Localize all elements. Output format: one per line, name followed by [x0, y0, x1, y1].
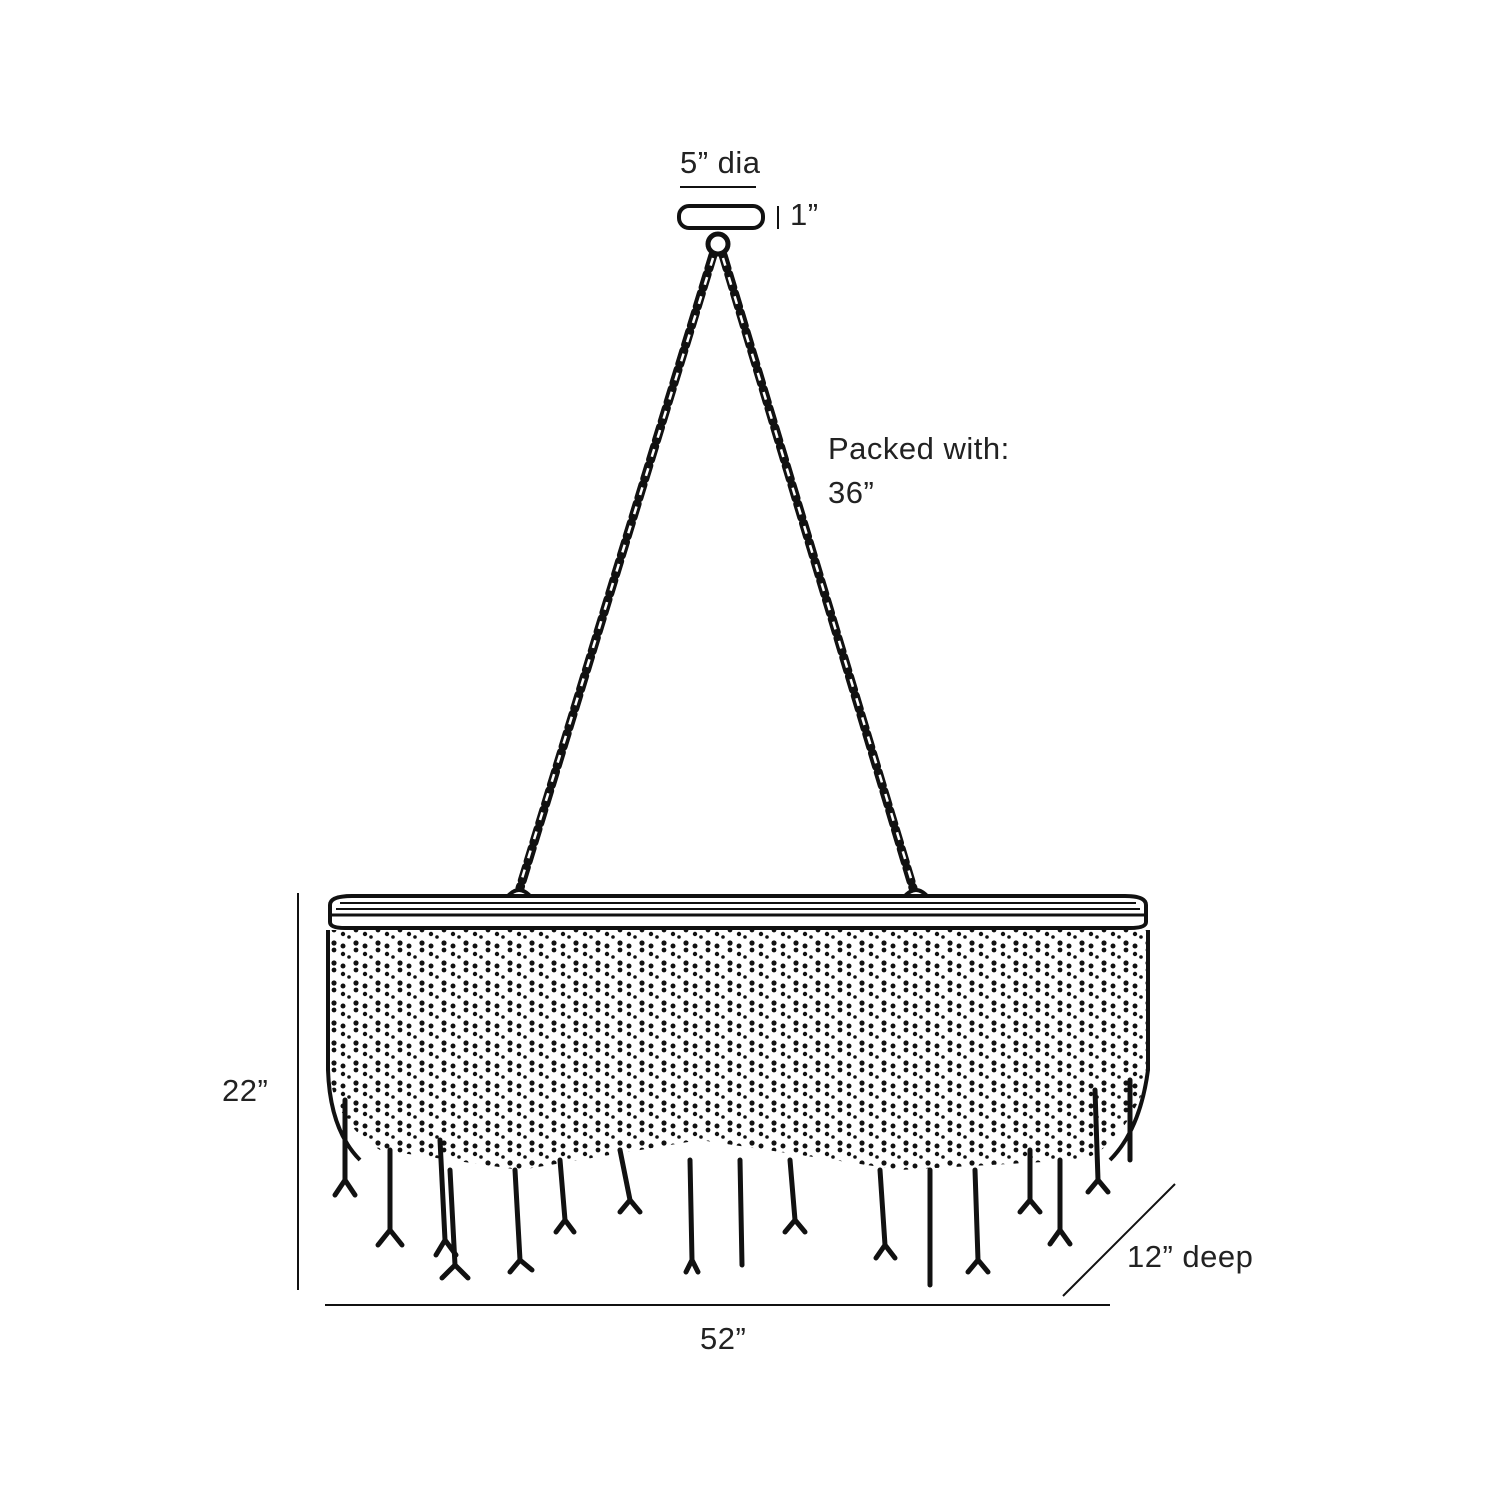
depth-label: 12” deep — [1127, 1239, 1254, 1274]
oval-frame-rim — [328, 894, 1148, 930]
packed-with-label: Packed with: — [828, 431, 1010, 466]
width-label: 52” — [700, 1321, 747, 1356]
packed-length-label: 36” — [828, 475, 875, 510]
canopy-height-label: 1” — [790, 197, 819, 232]
bead-curtain — [326, 930, 1150, 1170]
canopy — [677, 186, 779, 257]
depth-dimension-line — [1062, 1183, 1176, 1297]
canopy-ring — [705, 231, 731, 257]
branch-drops — [332, 1077, 1133, 1288]
canopy-diameter-label: 5” dia — [680, 145, 761, 180]
height-label: 22” — [222, 1073, 269, 1108]
chains — [515, 250, 918, 893]
